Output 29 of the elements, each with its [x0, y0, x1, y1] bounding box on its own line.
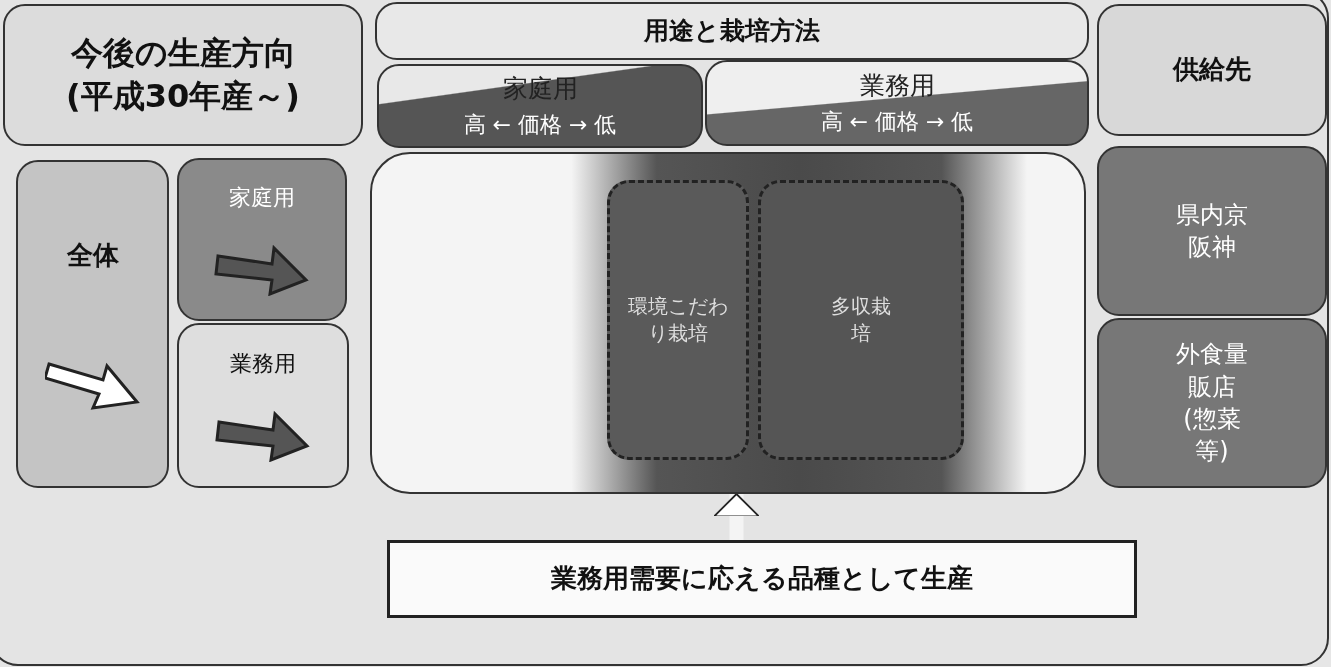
heading-box — [1097, 4, 1327, 136]
price-scale-text: 高 ← 価格 → 低 — [820, 108, 974, 137]
label-text: 外食量販店(惣菜等) — [1175, 339, 1249, 468]
dashed-group-box — [607, 180, 749, 460]
label-text: 用途と栽培方法 — [644, 15, 820, 48]
category-box — [377, 64, 703, 148]
destination-box — [1097, 146, 1327, 316]
label-text: 多収栽培 — [831, 293, 891, 347]
label-text: 今後の生産方向(平成30年産～) — [65, 32, 301, 117]
label-text: 環境こだわり栽培 — [628, 293, 728, 347]
label-text: 全体 — [66, 239, 119, 273]
label-text: 供給先 — [1173, 53, 1251, 87]
category-box — [177, 158, 347, 321]
category-box — [177, 323, 349, 488]
label-text: 県内京阪神 — [1175, 199, 1249, 263]
dashed-group-box — [758, 180, 964, 460]
heading-box — [3, 4, 363, 146]
cultivation-panel — [370, 152, 1086, 494]
category-box — [705, 60, 1089, 146]
destination-box — [1097, 318, 1327, 488]
label-text: 家庭用 — [229, 184, 295, 213]
label-text: 業務用 — [230, 349, 296, 378]
heading-box — [375, 2, 1089, 60]
label-text: 業務用 — [859, 70, 935, 103]
block-arrow — [713, 493, 760, 540]
price-scale-text: 高 ← 価格 → 低 — [463, 111, 617, 140]
label-text: 業務用需要に応える品種として生産 — [551, 562, 973, 596]
statement-box — [387, 540, 1137, 618]
category-box — [16, 160, 169, 488]
